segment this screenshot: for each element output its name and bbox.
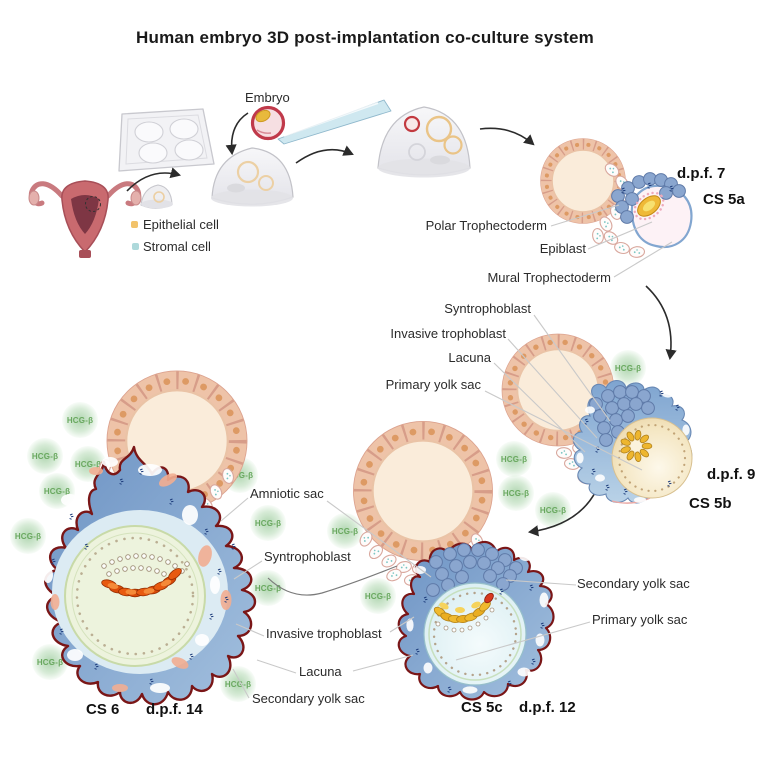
label-secondary-yolk-sac-5c: Secondary yolk sac [577, 576, 690, 591]
hcg-beta-badge: HCG-β [70, 446, 106, 482]
hcg-beta-badge: HCG-β [327, 513, 363, 549]
embryonic-disc [620, 429, 653, 463]
matrigel-drop-organoids [211, 147, 294, 207]
hcg-beta-badge: HCG-β [498, 475, 534, 511]
embryonic-disc [433, 592, 495, 633]
hcg-beta-badge: HCG-β [32, 644, 68, 680]
cytotrophoblast-cells [589, 385, 655, 447]
hcg-beta-badge: HCG-β [220, 666, 256, 702]
arrow-cs5a-to-cs5b [645, 285, 677, 361]
stage-cs-5b: CS 5b [689, 495, 732, 512]
lacunae [576, 390, 690, 503]
arrow-uterus-to-drop [126, 167, 182, 192]
flow-arrows [126, 112, 677, 537]
label-epiblast: Epiblast [539, 241, 586, 256]
stage-dpf-14: d.p.f. 14 [146, 701, 203, 718]
cs6-body [44, 445, 257, 706]
label-amniotic-sac: Amniotic sac [250, 486, 324, 501]
label-primary-yolk-sac-5c: Primary yolk sac [592, 612, 688, 627]
embryo-label: Embryo [245, 90, 290, 105]
label-mural-trophectoderm: Mural Trophectoderm [487, 270, 611, 285]
label-primary-yolk-sac-5b: Primary yolk sac [385, 377, 481, 392]
stage-cs-6: CS 6 [86, 701, 120, 718]
speckles [51, 468, 236, 685]
label-secondary-yolk-sac-cs6: Secondary yolk sac [252, 691, 365, 706]
embryo-inset [250, 105, 286, 141]
hcg-beta-badge: HCG-β [496, 441, 532, 477]
stage-cs-5a: CS 5a [703, 191, 745, 208]
cs5b-illustration [502, 334, 693, 504]
cs5b-body [572, 379, 693, 504]
hcg-beta-badge: HCG-β [27, 438, 63, 474]
stromal-cells [96, 457, 236, 537]
arrow-to-cs5a [479, 127, 535, 146]
cytotrophoblast-cells [426, 543, 523, 597]
hcg-beta-badge: HCG-β [535, 492, 571, 528]
primary-yolk-sac [611, 417, 693, 499]
hcg-beta-badge: HCG-β [62, 402, 98, 438]
label-lacuna-5b: Lacuna [448, 350, 491, 365]
culture-plate [118, 108, 215, 172]
label-lacuna-cs6: Lacuna [299, 664, 342, 679]
stromal-cells [590, 160, 646, 259]
amnion-cells [101, 553, 190, 577]
maternal-blood-patches [50, 467, 232, 692]
secondary-yolk-sac [423, 582, 527, 686]
label-syntrophoblast-5b: Syntrophoblast [444, 301, 531, 316]
hcg-beta-badge: HCG-β [610, 350, 646, 386]
label-invasive-trophoblast-cs6: Invasive trophoblast [266, 626, 382, 641]
pipette [277, 99, 392, 145]
uterus-illustration [28, 180, 142, 258]
polar-trophectoderm-cells [611, 172, 686, 224]
epiblast-cells [633, 191, 665, 221]
label-invasive-trophoblast-5b: Invasive trophoblast [390, 326, 506, 341]
stage-dpf-9: d.p.f. 9 [707, 466, 756, 483]
stage-dpf-12: d.p.f. 12 [519, 699, 576, 716]
embryonic-disc [101, 568, 182, 598]
matrigel-drop-small [140, 184, 173, 209]
hcg-beta-badge: HCG-β [39, 473, 75, 509]
hcg-beta-badge: HCG-β [250, 570, 286, 606]
stage-cs-5c: CS 5c [461, 699, 503, 716]
legend-stromal-cell: Stromal cell [143, 239, 211, 254]
amniotic-and-yolk-sac [64, 525, 206, 667]
epithelial-cell-swatch [131, 221, 138, 228]
matrigel-drop-with-embryo [377, 106, 471, 178]
arrow-drop-to-drop [295, 145, 354, 164]
label-polar-trophectoderm: Polar Trophectoderm [425, 218, 547, 233]
arrow-embryo-to-drop [225, 112, 249, 156]
speckles [415, 584, 545, 693]
speckles [584, 390, 680, 495]
stage-dpf-7: d.p.f. 7 [677, 165, 726, 182]
cs5c-body [397, 540, 555, 701]
hcg-beta-badge: HCG-β [360, 578, 396, 614]
stromal-cells [555, 401, 631, 487]
legend-epithelial-cell: Epithelial cell [143, 217, 219, 232]
lacunae [406, 551, 549, 694]
hcg-beta-badge: HCG-β [10, 518, 46, 554]
figure-title: Human embryo 3D post-implantation co-cul… [136, 28, 594, 47]
stromal-cell-swatch [132, 243, 139, 250]
hcg-beta-badge: HCG-β [250, 505, 286, 541]
label-syntrophoblast-cs6: Syntrophoblast [264, 549, 351, 564]
